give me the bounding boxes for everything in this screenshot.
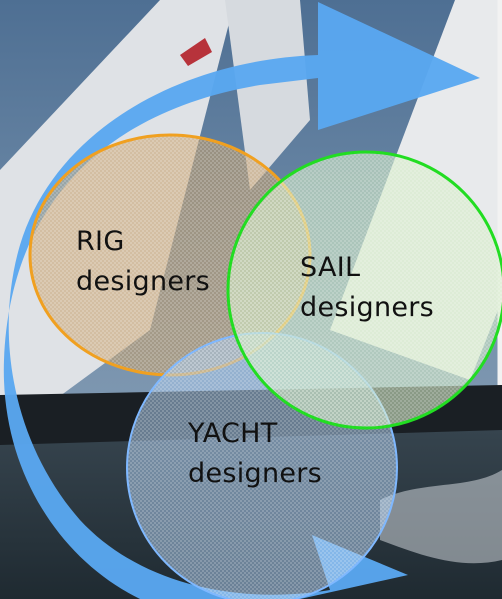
flag: [180, 38, 212, 66]
yacht-label-subtitle: designers: [188, 458, 323, 489]
sail-circle: [226, 150, 502, 430]
rig-label-title: RIG: [76, 226, 125, 257]
sail-label-title: SAIL: [300, 252, 361, 283]
wake: [380, 470, 502, 564]
sail-circle-outline: [226, 150, 502, 430]
rig-label: RIG designers: [76, 222, 210, 302]
sail-center: [225, 0, 310, 190]
cycle-arrow: [3, 2, 480, 599]
yacht-label: YACHT designers: [188, 414, 322, 494]
rig-label-subtitle: designers: [76, 266, 211, 297]
sail-label: SAIL designers: [300, 248, 434, 328]
yacht-label-title: YACHT: [188, 418, 278, 449]
sail-label-subtitle: designers: [300, 292, 435, 323]
